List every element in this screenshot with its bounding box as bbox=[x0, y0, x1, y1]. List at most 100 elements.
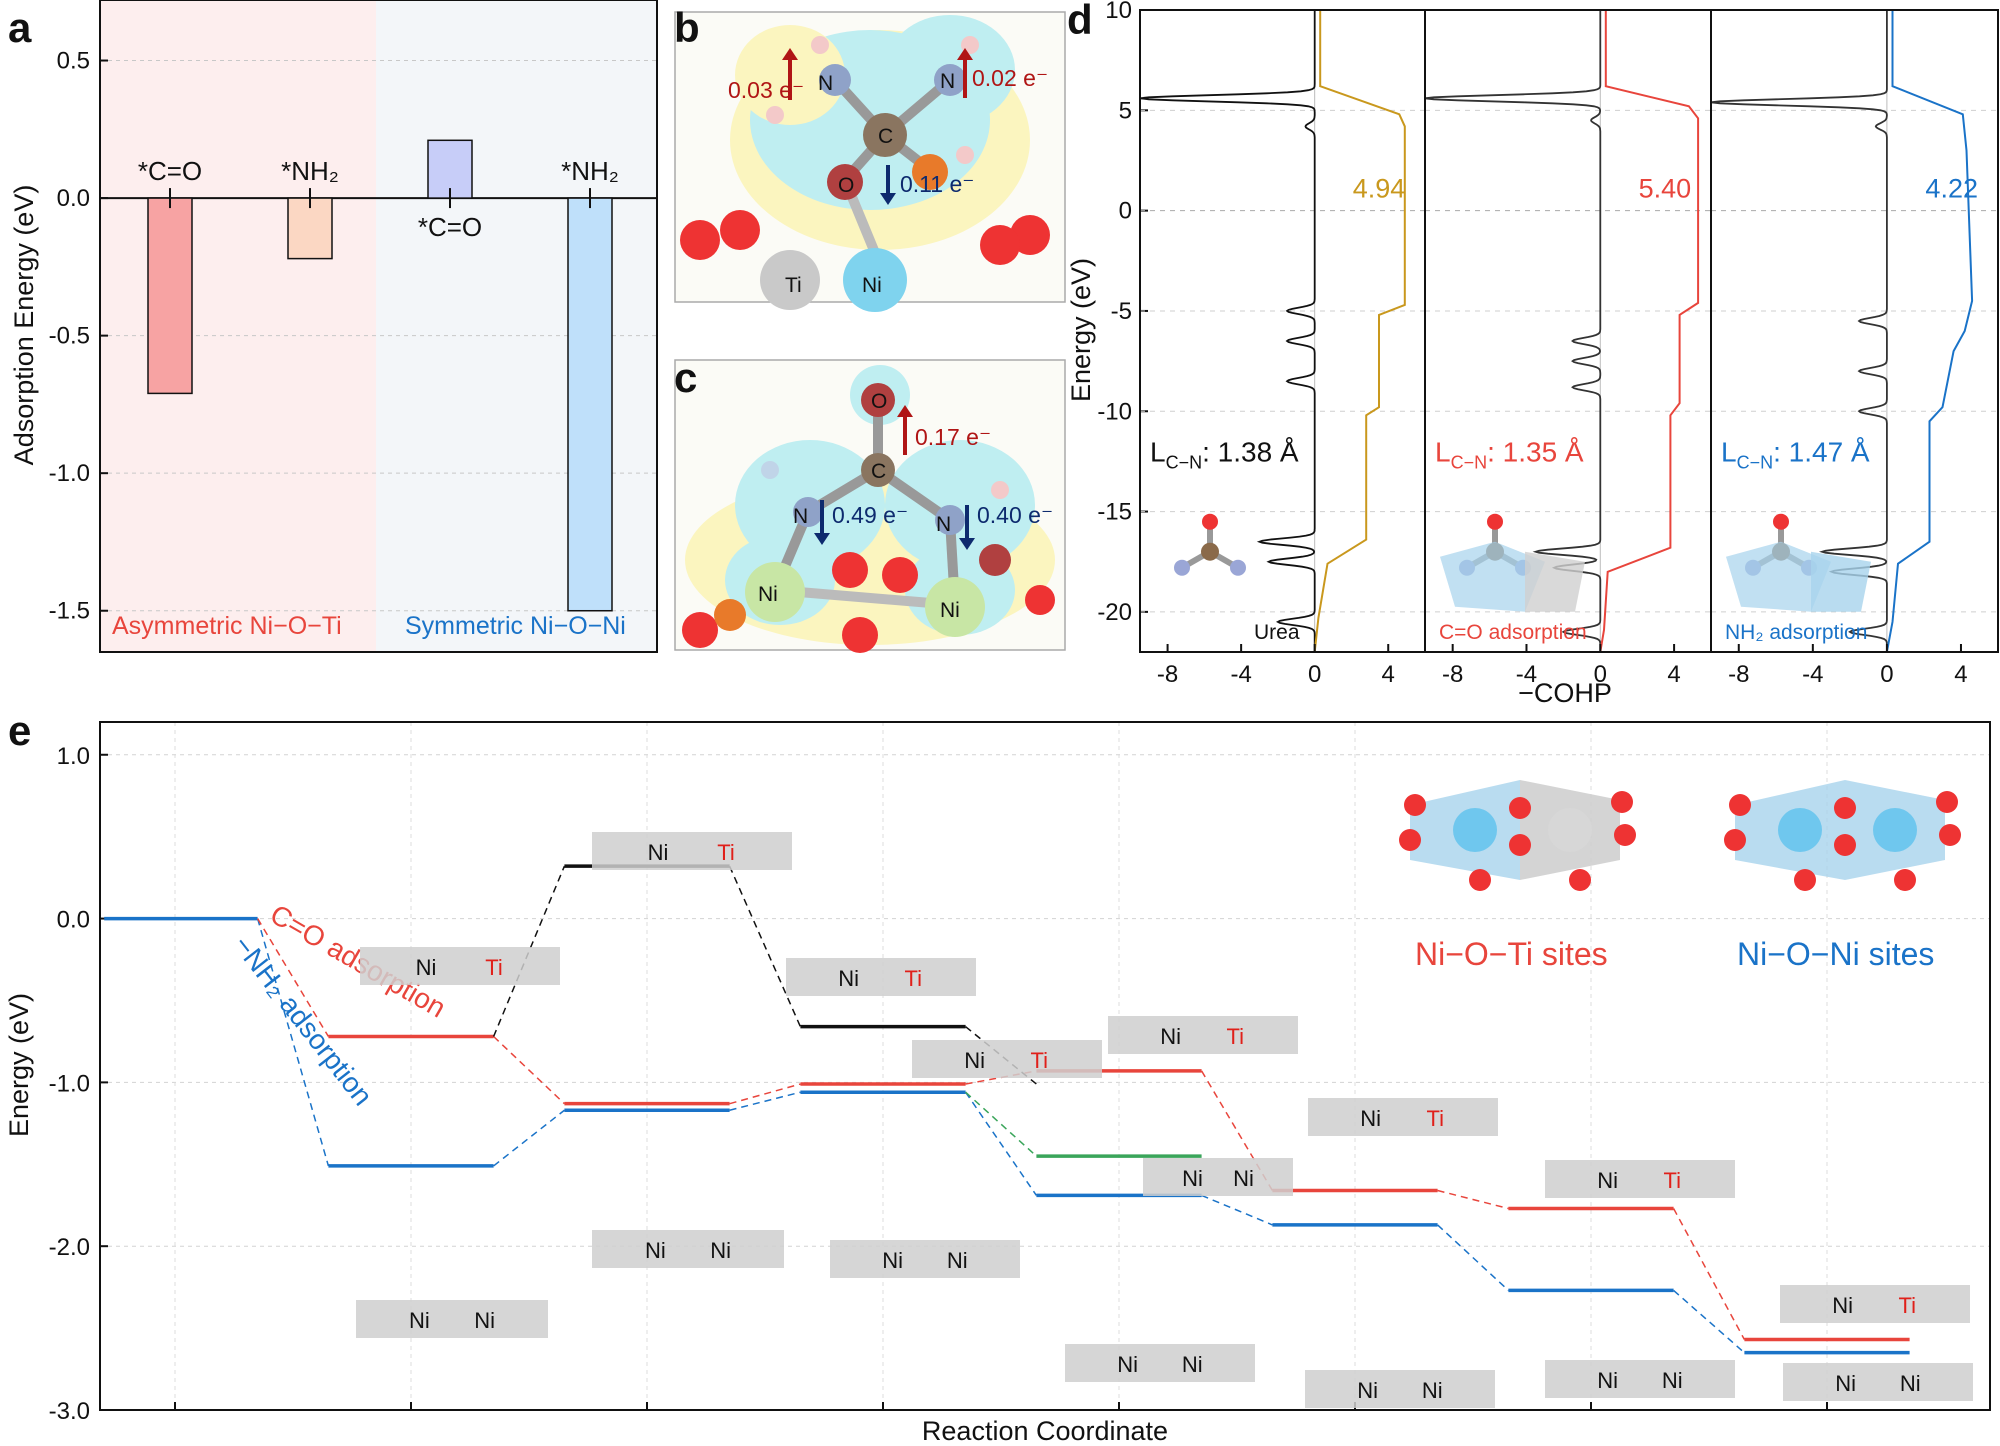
panel-e-ylabel: Energy (eV) bbox=[4, 993, 34, 1137]
arrowhead bbox=[959, 538, 975, 550]
y-tick-label: -15 bbox=[1097, 499, 1132, 526]
atom-label-c: C bbox=[878, 125, 893, 148]
x-tick-label: 0 bbox=[1594, 661, 1607, 688]
cohp-line bbox=[1710, 11, 1888, 652]
cohp-line bbox=[1424, 11, 1602, 652]
site-atom-label: Ni bbox=[1233, 1166, 1254, 1191]
atom-o bbox=[979, 544, 1011, 576]
atom-label-n: N bbox=[818, 72, 833, 95]
connector bbox=[492, 865, 566, 1037]
atom-label-ti: Ti bbox=[785, 274, 802, 297]
atom-o bbox=[1404, 794, 1426, 816]
x-tick-label: 0 bbox=[1308, 661, 1321, 688]
atom-n bbox=[1230, 559, 1246, 576]
atom-ti bbox=[760, 250, 820, 310]
atom-h bbox=[761, 461, 779, 479]
atom-o bbox=[1611, 791, 1633, 813]
icohp-value: 4.22 bbox=[1925, 174, 1978, 204]
panel-e: 1.00.0-1.0-2.0-3.0 e Energy (eV) Reactio… bbox=[4, 707, 1991, 1446]
octahedron bbox=[1726, 541, 1831, 612]
connector bbox=[729, 1091, 801, 1111]
charge-density-cyan bbox=[885, 440, 1035, 570]
site-atom-label: Ti bbox=[485, 955, 503, 980]
connector bbox=[729, 1083, 801, 1105]
atom-o bbox=[1614, 824, 1636, 846]
arrowhead bbox=[782, 48, 798, 60]
surface-slab bbox=[1308, 1098, 1498, 1136]
arrowhead bbox=[880, 193, 896, 205]
bar bbox=[287, 197, 333, 260]
site-atom-label: Ni bbox=[1597, 1368, 1618, 1393]
atom-o bbox=[1469, 869, 1491, 891]
y-tick-label: 5 bbox=[1119, 97, 1132, 124]
bond-length-label: LC−N: 1.35 Å bbox=[1435, 436, 1584, 472]
atom-ni bbox=[925, 577, 985, 637]
icohp-value: 5.40 bbox=[1639, 174, 1692, 204]
connector bbox=[1201, 1194, 1273, 1226]
site-atom-label: Ti bbox=[905, 966, 923, 991]
site-atom-label: Ni bbox=[474, 1308, 495, 1333]
icohp-line bbox=[1313, 10, 1406, 653]
atom-ni bbox=[1453, 808, 1497, 852]
panel-d-xlabel: −COHP bbox=[1518, 678, 1612, 708]
surface-slab bbox=[1065, 1344, 1255, 1382]
bar bbox=[147, 197, 193, 395]
panel-a-bg-left bbox=[100, 0, 376, 652]
connector bbox=[964, 1091, 1038, 1196]
bar-label: *NH₂ bbox=[281, 156, 339, 186]
atom-o bbox=[1399, 829, 1421, 851]
site-atom-label: Ni bbox=[964, 1048, 985, 1073]
cluster-ni-o-ni bbox=[1724, 780, 1961, 891]
connector bbox=[1437, 1189, 1509, 1210]
site-atom-label: Ni bbox=[409, 1308, 430, 1333]
y-tick-label: -2.0 bbox=[49, 1234, 90, 1261]
panel-a-frame bbox=[99, 0, 658, 653]
panel-letter-d: d bbox=[1067, 0, 1093, 43]
atom-h bbox=[956, 146, 974, 164]
panel-letter-c: c bbox=[674, 354, 697, 401]
y-tick-label: -5 bbox=[1111, 298, 1132, 325]
y-tick-label: -1.0 bbox=[49, 1070, 90, 1097]
atom-o bbox=[1834, 834, 1856, 856]
arrowhead bbox=[814, 533, 830, 545]
bar-label: *C=O bbox=[138, 156, 202, 186]
atom-label-o: O bbox=[871, 390, 887, 413]
icohp-line bbox=[1885, 10, 1974, 653]
atom-o bbox=[1025, 585, 1055, 615]
panel-d-ylabel: Energy (eV) bbox=[1066, 258, 1096, 402]
site-label-ni-o-ti: Ni−O−Ti sites bbox=[1415, 936, 1608, 972]
bar-label: *NH₂ bbox=[561, 156, 619, 186]
y-tick-label: 0 bbox=[1119, 198, 1132, 225]
panel-e-frame bbox=[99, 721, 1991, 1411]
site-atom-label: Ti bbox=[1227, 1024, 1245, 1049]
atom-ti bbox=[1548, 808, 1592, 852]
atom-o bbox=[1569, 869, 1591, 891]
x-tick-label: -8 bbox=[1728, 661, 1749, 688]
cluster-ni-o-ti bbox=[1399, 780, 1636, 891]
atom-ni bbox=[1778, 808, 1822, 852]
site-atom-label: Ti bbox=[1031, 1048, 1049, 1073]
site-label-ni-o-ni: Ni−O−Ni sites bbox=[1737, 936, 1934, 972]
panel-letter-e: e bbox=[8, 707, 31, 754]
panel-c: O C N N Ni Ni 0.17 e⁻ 0.49 e⁻ 0.40 e⁻ c bbox=[674, 354, 1066, 653]
site-atom-label: Ti bbox=[1427, 1106, 1445, 1131]
bond-length-label: LC−N: 1.38 Å bbox=[1150, 436, 1299, 472]
bar bbox=[567, 197, 613, 612]
icohp-value: 4.94 bbox=[1353, 174, 1406, 204]
atom-o bbox=[1939, 824, 1961, 846]
surface-slab bbox=[830, 1240, 1020, 1278]
y-tick-label: -1.0 bbox=[49, 460, 90, 487]
atom-ni bbox=[1873, 808, 1917, 852]
surface-slab bbox=[356, 1300, 548, 1338]
charge-label: 0.17 e⁻ bbox=[915, 424, 991, 450]
y-tick-label: -1.5 bbox=[49, 598, 90, 625]
atom-o bbox=[1794, 869, 1816, 891]
y-tick-label: -3.0 bbox=[49, 1398, 90, 1425]
charge-label: 0.40 e⁻ bbox=[977, 502, 1053, 528]
group-label-asymmetric: Asymmetric Ni−O−Ti bbox=[112, 612, 342, 640]
site-atom-label: Ni bbox=[1832, 1293, 1853, 1318]
x-tick-label: -4 bbox=[1516, 661, 1537, 688]
site-atom-label: Ni bbox=[645, 1238, 666, 1263]
atom-o bbox=[1202, 513, 1218, 530]
surface-slab bbox=[592, 1230, 784, 1268]
